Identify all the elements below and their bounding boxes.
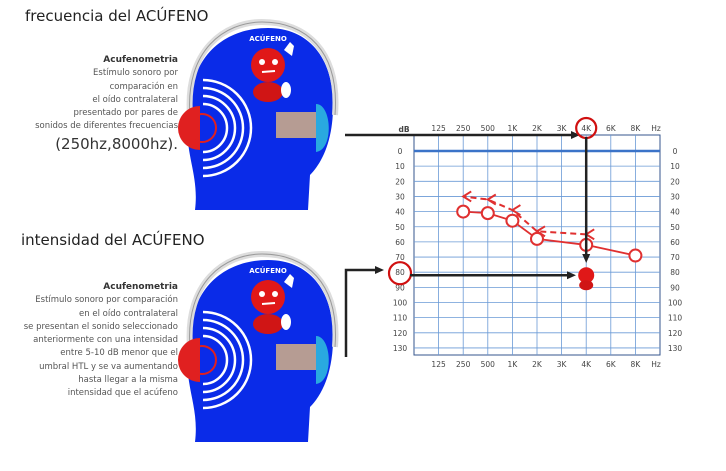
- section2-title: intensidad del ACÚFENO: [21, 231, 205, 249]
- x-tick-label-top: 1K: [508, 124, 519, 133]
- y-tick-label-left: 40: [395, 208, 405, 217]
- y-tick-label-right: 90: [670, 283, 680, 292]
- chevron-arrow-icon: [461, 190, 472, 203]
- text-line: en el oído contralateral: [79, 308, 178, 319]
- tinnitus-devil-body: [579, 280, 594, 291]
- y-tick-label-left: 90: [395, 283, 405, 292]
- audiogram: 1251252502505005001K1K2K2K3K3K4K4K6K6K8K…: [344, 116, 683, 369]
- x-tick-label-bottom: 3K: [557, 360, 568, 369]
- arrowhead-icon: [375, 266, 384, 274]
- chevron-arrow-icon: [510, 204, 521, 216]
- section2-description: Acufenometria Estímulo sonoro por compar…: [24, 281, 178, 401]
- x-tick-label-top: 6K: [606, 124, 617, 133]
- y-tick-label-right: 20: [670, 177, 680, 186]
- y-axis-label: dB: [398, 125, 409, 134]
- x-tick-label-bottom: 6K: [606, 360, 617, 369]
- x-tick-label-bottom: 500: [481, 360, 496, 369]
- section2-heading: Acufenometria: [103, 282, 178, 292]
- highlight-intensity-circle: [387, 261, 413, 286]
- text-line: sonidos de diferentes frecuencias: [35, 121, 178, 132]
- x-tick-label-top: 3K: [557, 124, 568, 133]
- x-tick-label-top: 2K: [532, 124, 543, 133]
- tinnitus-devil-icon: [578, 267, 595, 284]
- section1-description: Acufenometria Estímulo sonoro por compar…: [35, 54, 178, 154]
- head-label: ACÚFENO: [249, 34, 287, 43]
- head-intensity-illustration: ACÚFENO: [178, 254, 335, 442]
- y-tick-label-left: 50: [395, 223, 405, 232]
- text-line: Estímulo sonoro por: [93, 68, 178, 79]
- x-tick-label-bottom: 125: [431, 360, 446, 369]
- x-tick-label-top: 500: [481, 124, 496, 133]
- y-tick-label-right: 40: [670, 208, 680, 217]
- y-tick-label-left: 10: [395, 162, 405, 171]
- y-tick-label-right: 50: [670, 223, 680, 232]
- data-point: [480, 206, 495, 221]
- y-tick-label-right: 120: [668, 329, 683, 338]
- text-line: se presentan el sonido seleccionado: [23, 321, 178, 332]
- data-point: [530, 231, 544, 246]
- chevron-arrow-icon: [485, 193, 497, 206]
- arrowhead-icon: [571, 131, 580, 139]
- x-tick-label-bottom: 2K: [532, 360, 543, 369]
- text-line: hasta llegar a la misma: [78, 375, 178, 386]
- text-line: el oído contralateral: [92, 94, 178, 105]
- arrowhead-icon: [567, 271, 576, 280]
- x-tick-label-top: 8K: [631, 124, 642, 133]
- frequency-range: (250hz,8000hz).: [55, 134, 178, 153]
- section1-heading: Acufenometria: [103, 55, 178, 65]
- data-point: [505, 213, 520, 228]
- head-label: ACÚFENO: [249, 266, 287, 275]
- x-unit-label: Hz: [651, 124, 661, 133]
- section1-title: frecuencia del ACÚFENO: [25, 7, 209, 25]
- head-frequency-illustration: ACÚFENO: [178, 22, 335, 210]
- y-tick-label-right: 30: [670, 192, 680, 201]
- y-tick-label-right: 60: [670, 238, 680, 247]
- y-tick-label-left: 70: [395, 253, 405, 262]
- y-tick-label-right: 70: [670, 253, 680, 262]
- y-tick-label-left: 130: [393, 344, 408, 353]
- y-tick-label-right: 0: [673, 147, 678, 156]
- x-tick-label-bottom: 4K: [581, 360, 592, 369]
- x-tick-label-top: 250: [456, 124, 471, 133]
- y-tick-label-left: 60: [395, 238, 405, 247]
- text-line: anteriormente con una intensidad: [33, 335, 178, 346]
- y-tick-label-left: 0: [398, 147, 403, 156]
- y-tick-label-left: 100: [393, 299, 408, 308]
- data-point: [628, 248, 643, 263]
- text-line: intensidad que el acúfeno: [67, 388, 178, 399]
- arrow-to-intensity: [344, 268, 376, 357]
- text-line: umbral HTL y se va aumentando: [39, 361, 178, 372]
- y-tick-label-left: 120: [393, 329, 408, 338]
- x-tick-label-top: 4K: [581, 124, 592, 133]
- text-line: Estímulo sonoro por comparación: [35, 295, 178, 306]
- text-line: presentado por pares de: [73, 108, 178, 119]
- text-line: entre 5-10 dB menor que el: [60, 348, 178, 359]
- x-tick-label-top: 125: [431, 124, 446, 133]
- y-tick-label-left: 110: [393, 314, 408, 323]
- y-tick-label-right: 80: [670, 268, 680, 277]
- arrowhead-icon: [582, 254, 591, 263]
- y-tick-label-left: 20: [395, 177, 405, 186]
- data-point: [456, 204, 471, 219]
- x-unit-label: Hz: [651, 360, 661, 369]
- x-tick-label-bottom: 250: [456, 360, 471, 369]
- x-tick-label-bottom: 8K: [631, 360, 642, 369]
- text-line: comparación en: [109, 81, 178, 92]
- y-tick-label-left: 80: [395, 268, 405, 277]
- y-tick-label-right: 10: [670, 162, 680, 171]
- y-tick-label-right: 100: [668, 299, 683, 308]
- x-tick-label-bottom: 1K: [508, 360, 519, 369]
- y-tick-label-left: 30: [395, 192, 405, 201]
- y-tick-label-right: 130: [668, 344, 683, 353]
- y-tick-label-right: 110: [668, 314, 683, 323]
